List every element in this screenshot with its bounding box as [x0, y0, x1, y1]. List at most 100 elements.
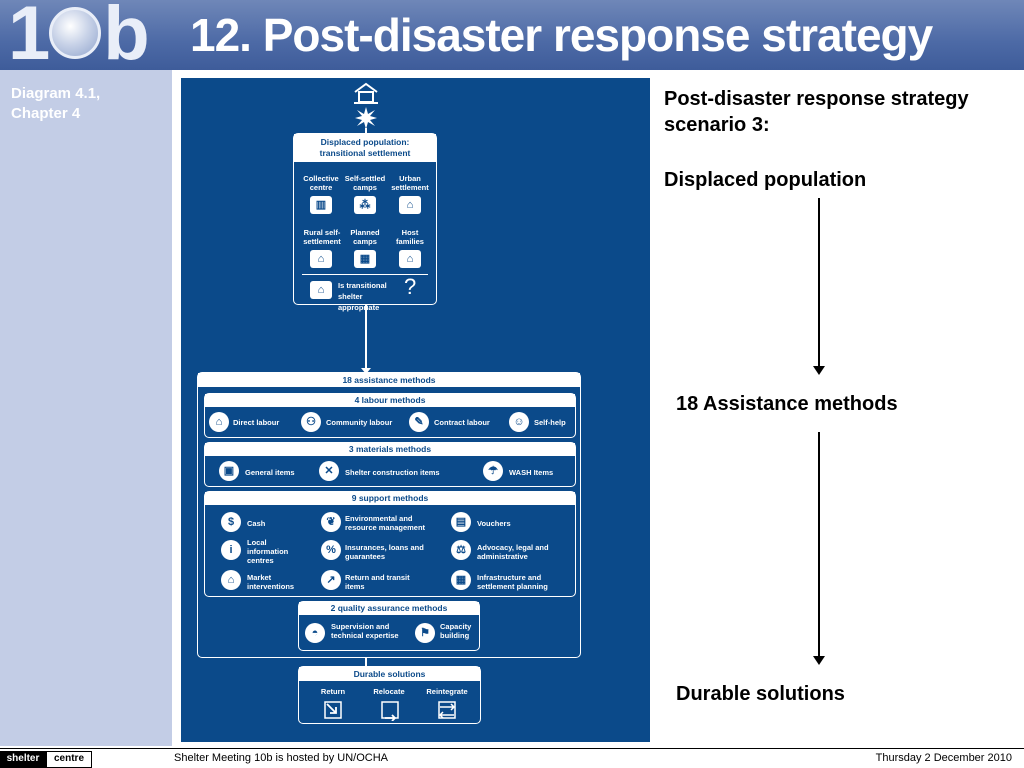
divider	[302, 274, 428, 275]
capacity-building-icon: ⚑	[415, 623, 435, 643]
support-infrastructure: Infrastructure and settlement planning	[477, 573, 548, 591]
brand-shelter: shelter	[0, 751, 46, 768]
reintegrate-arrow-icon	[438, 701, 456, 719]
question-mark: ?	[404, 274, 417, 299]
wash-icon: ☂	[483, 461, 503, 481]
house-outline-icon	[354, 82, 378, 104]
quality-methods-box: 2 quality assurance methods ◓ Supervisio…	[298, 601, 480, 651]
left-sidebar: Diagram 4.1, Chapter 4	[0, 70, 172, 746]
flow-arrow-line	[818, 432, 820, 656]
footer-date: Thursday 2 December 2010	[875, 752, 1012, 764]
flow-arrowhead	[813, 366, 825, 375]
slide-title: 12. Post-disaster response strategy	[190, 9, 933, 61]
market-icon: ⌂	[221, 570, 241, 590]
option-self-settled-camps: Self-settled camps	[344, 174, 386, 192]
labour-direct: Direct labour	[233, 418, 280, 427]
community-labour-icon: ⚇	[301, 412, 321, 432]
relocate-arrow-icon	[381, 701, 399, 721]
flow-arrow-line	[818, 198, 820, 366]
disaster-burst-icon	[355, 107, 377, 129]
shelter-house-icon: ⌂	[310, 281, 332, 299]
building-icon: ▥	[310, 196, 332, 214]
planned-camp-icon: ▦	[354, 250, 376, 268]
support-advocacy: Advocacy, legal and administrative	[477, 543, 549, 561]
quality-capacity: Capacity building	[440, 622, 472, 640]
camps-icon: ⁂	[354, 196, 376, 214]
vouchers-icon: ▤	[451, 512, 471, 532]
support-vouchers: Vouchers	[477, 519, 511, 528]
rural-house-icon: ⌂	[310, 250, 332, 268]
logo-right-letter: b	[103, 0, 149, 70]
step-durable-solutions: Durable solutions	[676, 683, 845, 705]
globe-icon	[49, 6, 102, 59]
durable-reintegrate: Reintegrate	[426, 687, 468, 696]
support-info-centres: Local information centres	[247, 538, 289, 565]
support-methods-box: 9 support methods $ Cash ❦ Environmental…	[204, 491, 576, 597]
host-house-icon: ⌂	[399, 250, 421, 268]
general-items-icon: ▣	[219, 461, 239, 481]
urban-house-icon: ⌂	[399, 196, 421, 214]
hard-hat-icon: ◓	[305, 623, 325, 643]
labour-methods-box: 4 labour methods ⌂ Direct labour ⚇ Commu…	[204, 393, 576, 438]
support-environment: Environmental and resource management	[345, 514, 426, 532]
displaced-population-box: Displaced population: transitional settl…	[293, 133, 437, 312]
connector-line	[365, 305, 367, 373]
durable-return: Return	[320, 687, 346, 696]
durable-solutions-box: Durable solutions Return Relocate Reinte…	[298, 666, 481, 724]
materials-shelter-construction: Shelter construction items	[345, 468, 440, 477]
labour-self-help: Self-help	[534, 418, 566, 427]
option-host-families: Host families	[396, 228, 424, 246]
assistance-methods-title: 18 assistance methods	[198, 373, 580, 387]
connector-line	[365, 128, 367, 134]
support-methods-title: 9 support methods	[205, 492, 575, 505]
brand-centre: centre	[46, 751, 92, 768]
insurance-icon: %	[321, 540, 341, 560]
construction-tools-icon: ✕	[319, 461, 339, 481]
durable-relocate: Relocate	[373, 687, 405, 696]
return-chart-icon: ↗	[321, 570, 341, 590]
support-insurance: Insurances, loans and guarantees	[345, 543, 424, 561]
cash-icon: $	[221, 512, 241, 532]
legal-scales-icon: ⚖	[451, 540, 471, 560]
diagram-reference: Diagram 4.1, Chapter 4	[11, 85, 101, 122]
shelter-centre-logo: shelter centre	[0, 751, 92, 768]
environment-icon: ❦	[321, 512, 341, 532]
option-collective-centre: Collective centre	[303, 174, 339, 192]
connector-line	[365, 658, 367, 666]
materials-wash: WASH Items	[509, 468, 554, 477]
quality-methods-title: 2 quality assurance methods	[299, 602, 479, 615]
durable-solutions-title: Durable solutions	[299, 667, 480, 681]
return-arrow-icon	[324, 701, 342, 719]
option-planned-camps: Planned camps	[350, 228, 380, 246]
materials-general: General items	[245, 468, 295, 477]
support-return-transit: Return and transit items	[345, 573, 410, 591]
footer-divider	[0, 748, 1024, 749]
footer-host: Shelter Meeting 10b is hosted by UN/OCHA	[174, 752, 388, 764]
step-displaced-population: Displaced population	[664, 169, 867, 191]
direct-labour-icon: ⌂	[209, 412, 229, 432]
scenario-heading: Post-disaster response strategy scenario…	[664, 88, 969, 136]
quality-supervision: Supervision and technical expertise	[331, 622, 399, 640]
infrastructure-grid-icon: ▦	[451, 570, 471, 590]
contract-labour-icon: ✎	[409, 412, 429, 432]
logo-left-digit: 1	[8, 0, 50, 70]
labour-methods-title: 4 labour methods	[205, 394, 575, 407]
support-cash: Cash	[247, 519, 266, 528]
assistance-methods-box: 18 assistance methods 4 labour methods ⌂…	[197, 372, 581, 658]
option-rural-self-settlement: Rural self-settlement	[303, 228, 341, 246]
materials-methods-box: 3 materials methods ▣ General items ✕ Sh…	[204, 442, 576, 487]
labour-contract: Contract labour	[434, 418, 490, 427]
support-market: Market interventions	[247, 573, 295, 591]
strategy-diagram: Displaced population: transitional settl…	[181, 78, 650, 742]
connector-arrowhead	[361, 368, 371, 374]
materials-methods-title: 3 materials methods	[205, 443, 575, 456]
step-assistance-methods: 18 Assistance methods	[676, 393, 898, 415]
flow-arrowhead	[813, 656, 825, 665]
self-help-icon: ☺	[509, 412, 529, 432]
info-centre-icon: i	[221, 540, 241, 560]
labour-community: Community labour	[326, 418, 393, 427]
shelter-question: Is transitional shelter appropriate	[338, 281, 387, 312]
displaced-population-title: Displaced population: transitional settl…	[294, 134, 436, 162]
